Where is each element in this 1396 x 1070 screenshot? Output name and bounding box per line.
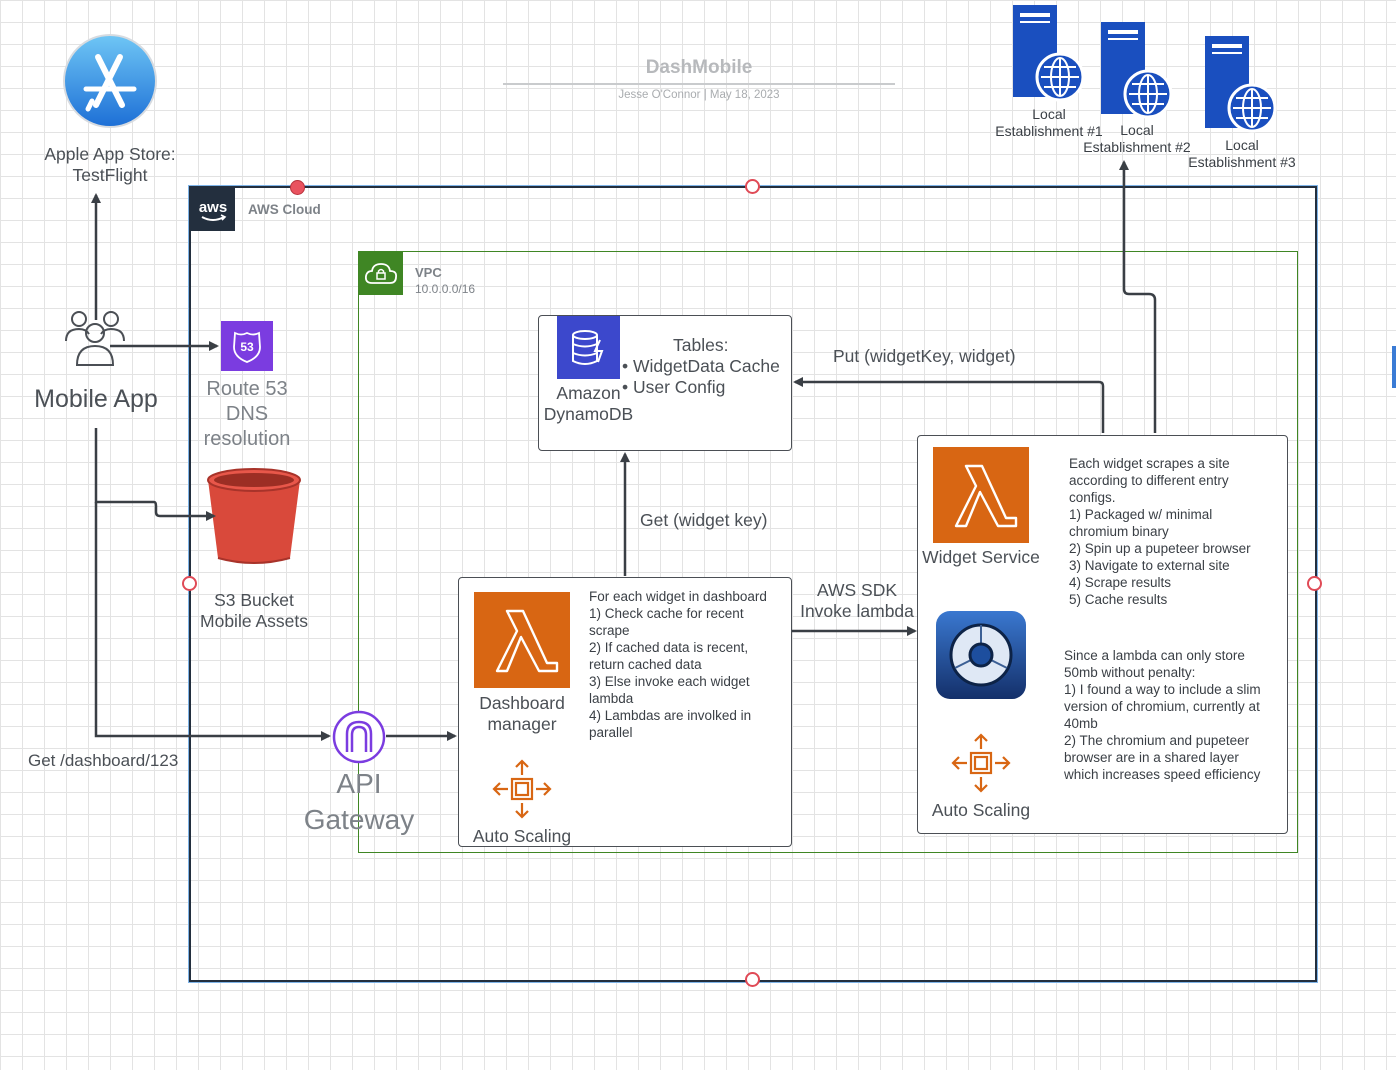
dashboard-manager-label: Dashboard manager bbox=[479, 693, 565, 734]
app-store-label: Apple App Store: TestFlight bbox=[44, 144, 176, 185]
aws-cloud-label: AWS Cloud bbox=[248, 202, 321, 217]
vpc-label: VPC bbox=[415, 265, 442, 280]
dynamodb-table-name: User Config bbox=[633, 377, 726, 397]
s3-label: S3 Bucket Mobile Assets bbox=[200, 590, 308, 631]
auto-scaling-label: Auto Scaling bbox=[472, 826, 572, 846]
dynamodb-table-item: • WidgetData Cache bbox=[622, 356, 780, 376]
lambda-icon bbox=[933, 447, 1029, 543]
chromium-icon bbox=[935, 610, 1027, 700]
connection-anchor[interactable] bbox=[290, 180, 305, 195]
edge-label-get-dashboard: Get /dashboard/123 bbox=[28, 751, 179, 770]
api-gateway-icon bbox=[332, 710, 386, 764]
auto-scaling-icon bbox=[490, 757, 554, 821]
dynamodb-tables-title: Tables: bbox=[673, 335, 729, 355]
edge-label-get-widget-key: Get (widget key) bbox=[640, 510, 768, 530]
edge-label-put-widget: Put (widgetKey, widget) bbox=[833, 346, 1016, 366]
widget-service-notes: Each widget scrapes a site according to … bbox=[1069, 456, 1251, 607]
users-icon bbox=[62, 305, 128, 371]
svg-text:53: 53 bbox=[240, 340, 254, 354]
widget-service-label: Widget Service bbox=[922, 547, 1040, 567]
route53-label: Route 53 DNS resolution bbox=[203, 378, 291, 450]
dynamodb-label: Amazon DynamoDB bbox=[543, 383, 634, 424]
local-establishment-2-label: Local Establishment #2 bbox=[1083, 122, 1191, 155]
local-establishment-3-label: Local Establishment #3 bbox=[1188, 137, 1296, 170]
s3-bucket-icon bbox=[204, 466, 304, 566]
vpc-group[interactable] bbox=[358, 251, 1298, 853]
connection-anchor[interactable] bbox=[182, 576, 197, 591]
scroll-handle[interactable] bbox=[1392, 346, 1396, 388]
aws-logo-icon: aws bbox=[191, 188, 235, 231]
connection-anchor[interactable] bbox=[1307, 576, 1322, 591]
vpc-cidr: 10.0.0.0/16 bbox=[415, 282, 476, 296]
web-server-icon bbox=[1012, 5, 1088, 105]
app-store-icon bbox=[62, 33, 158, 129]
dynamodb-table-item: • User Config bbox=[622, 377, 726, 397]
vpc-cloud-lock-icon bbox=[359, 252, 403, 295]
route53-icon: 53 bbox=[221, 321, 273, 371]
mobile-app-label: Mobile App bbox=[34, 385, 158, 413]
web-server-icon bbox=[1100, 22, 1176, 122]
diagram-title: DashMobile bbox=[645, 57, 753, 78]
api-gateway-label: API Gateway bbox=[303, 768, 415, 835]
lambda-icon bbox=[474, 592, 570, 688]
diagram-byline: Jesse O'Connor | May 18, 2023 bbox=[618, 89, 780, 101]
chromium-notes: Since a lambda can only store 50mb witho… bbox=[1064, 648, 1261, 782]
dynamodb-icon bbox=[557, 316, 620, 379]
connection-anchor[interactable] bbox=[745, 179, 760, 194]
title-divider bbox=[503, 83, 895, 85]
auto-scaling-label: Auto Scaling bbox=[931, 800, 1031, 820]
connection-anchor[interactable] bbox=[745, 972, 760, 987]
dashboard-manager-notes: For each widget in dashboard 1) Check ca… bbox=[589, 589, 767, 740]
edge-label-invoke-lambda: AWS SDK Invoke lambda bbox=[800, 580, 914, 621]
web-server-icon bbox=[1204, 36, 1280, 136]
local-establishment-1-label: Local Establishment #1 bbox=[995, 106, 1103, 139]
auto-scaling-icon bbox=[949, 731, 1013, 795]
dynamodb-table-name: WidgetData Cache bbox=[633, 356, 780, 376]
svg-text:aws: aws bbox=[199, 199, 227, 216]
